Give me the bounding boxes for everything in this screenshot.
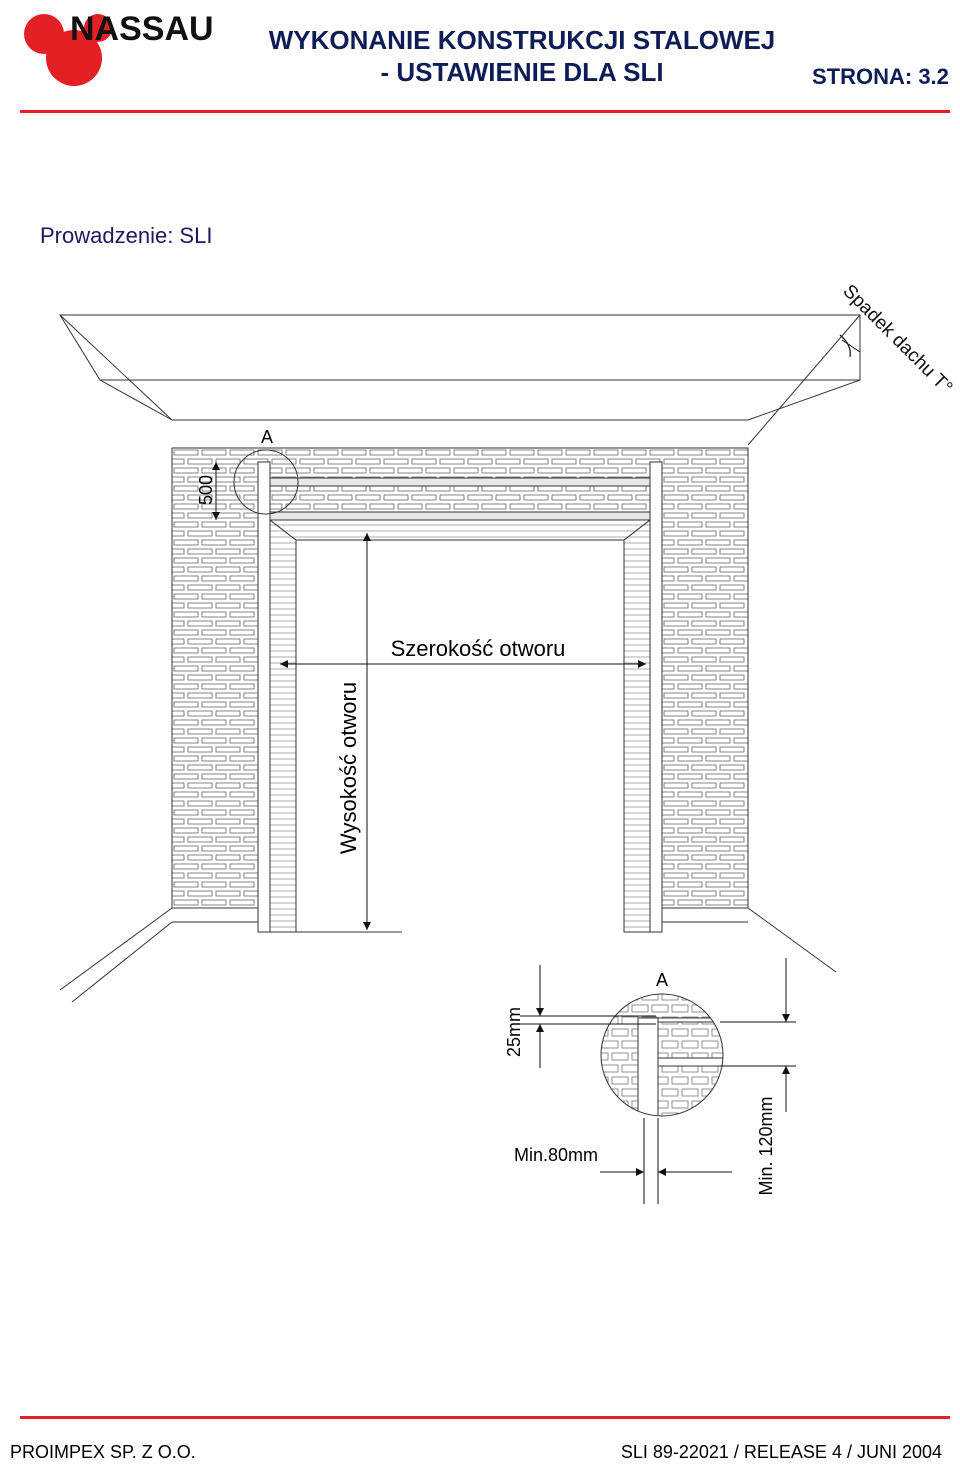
- title-line-2: - USTAWIENIE DLA SLI: [380, 57, 664, 87]
- footer-company: PROIMPEX SP. Z O.O.: [10, 1442, 196, 1462]
- detail-a-enlarged: A 25mm Min.80mm Min. 120mm: [504, 958, 796, 1204]
- height-label: Wysokość otworu: [336, 682, 361, 854]
- width-dimension: Szerokość otworu: [280, 636, 646, 668]
- document-title: WYKONANIE KONSTRUKCJI STALOWEJ - USTAWIE…: [252, 24, 792, 88]
- page-number: STRONA: 3.2: [812, 64, 949, 89]
- section-subtitle: Prowadzenie: SLI: [40, 223, 213, 248]
- dimension-500: 500: [196, 462, 220, 520]
- brand-wordmark: NASSAU: [70, 10, 214, 48]
- roof-slope-label: Spadek dachu T°: [838, 281, 956, 399]
- floor-outline: [59, 907, 837, 1003]
- dim-25mm-label: 25mm: [504, 1007, 524, 1057]
- footer-rule: [20, 1416, 950, 1419]
- detail-a-label: A: [656, 970, 668, 990]
- steel-construction-drawing: Spadek dachu T° A 500 Szerokość otworu: [59, 281, 956, 1204]
- detail-a-circle: [233, 449, 299, 515]
- right-reveal: [623, 518, 651, 933]
- dim-min120-label: Min. 120mm: [756, 1096, 776, 1195]
- dim-min80-label: Min.80mm: [514, 1145, 598, 1165]
- steel-frame: [257, 461, 663, 933]
- footer-release: SLI 89-22021 / RELEASE 4 / JUNI 2004: [620, 1442, 942, 1462]
- nassau-logo: NASSAU: [22, 6, 222, 90]
- title-line-1: WYKONANIE KONSTRUKCJI STALOWEJ: [268, 25, 776, 55]
- top-reveal: [268, 519, 652, 541]
- dim-500-label: 500: [196, 475, 216, 505]
- roof-slope-indicator: Spadek dachu T°: [838, 281, 956, 399]
- height-dimension: Wysokość otworu: [336, 533, 371, 930]
- width-label: Szerokość otworu: [391, 636, 566, 661]
- roof-outline: [59, 314, 861, 446]
- left-reveal: [269, 518, 297, 933]
- header-rule: [20, 110, 950, 113]
- detail-a-marker: A: [261, 427, 273, 447]
